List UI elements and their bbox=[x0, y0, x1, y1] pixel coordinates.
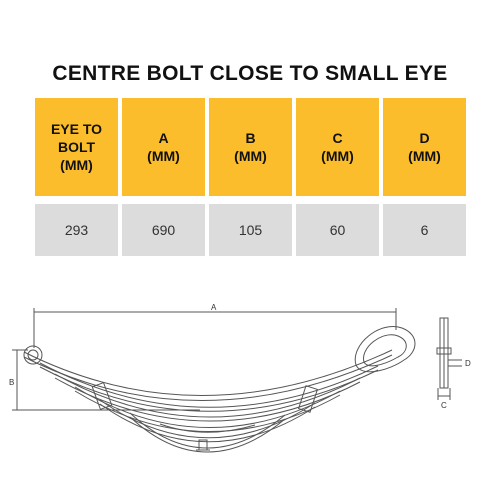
dimension-a-label: A bbox=[211, 303, 217, 312]
rebound-clip-right bbox=[297, 385, 319, 413]
leaf-7 bbox=[159, 423, 256, 433]
table-value-row: 293 690 105 60 6 bbox=[35, 204, 466, 256]
spring-leaves bbox=[23, 349, 393, 453]
value-eye-to-bolt: 293 bbox=[35, 204, 118, 256]
page-title: CENTRE BOLT CLOSE TO SMALL EYE bbox=[52, 62, 448, 85]
header-line: (MM) bbox=[234, 148, 267, 164]
leaf-4-bottom bbox=[74, 390, 341, 432]
value-b: 105 bbox=[209, 204, 292, 256]
header-line: D bbox=[419, 130, 430, 146]
small-eye-inner bbox=[27, 349, 39, 361]
rebound-clip-left bbox=[91, 382, 113, 410]
dimension-d-label: D bbox=[465, 359, 471, 368]
leaf-5-bottom bbox=[99, 403, 316, 443]
header-line: (MM) bbox=[408, 148, 441, 164]
header-c: C (MM) bbox=[296, 98, 379, 196]
header-line: B bbox=[245, 130, 256, 146]
header-line: EYE TO bbox=[50, 121, 103, 137]
value-a: 690 bbox=[122, 204, 205, 256]
leaf-6 bbox=[129, 412, 286, 449]
side-view-eye bbox=[436, 347, 452, 355]
side-view bbox=[436, 317, 462, 400]
table-header-row: EYE TO BOLT (MM) A (MM) B (MM) C (MM) bbox=[35, 98, 466, 196]
leaf-3-bottom bbox=[54, 377, 361, 422]
leaf-5 bbox=[99, 399, 316, 439]
header-line: (MM) bbox=[321, 148, 354, 164]
header-line: C bbox=[332, 130, 343, 146]
small-eye-outer bbox=[23, 345, 43, 365]
leaf-4 bbox=[74, 386, 341, 428]
leaf-6-bottom bbox=[129, 416, 286, 453]
value-d: 6 bbox=[383, 204, 466, 256]
leaf-2 bbox=[39, 362, 379, 408]
header-a: A (MM) bbox=[122, 98, 205, 196]
value-c: 60 bbox=[296, 204, 379, 256]
header-b: B (MM) bbox=[209, 98, 292, 196]
header-line: (MM) bbox=[147, 148, 180, 164]
header-line: A bbox=[158, 130, 169, 146]
large-eye-outer bbox=[354, 326, 416, 373]
dimension-c-label: C bbox=[441, 401, 447, 410]
leaf-1-bottom bbox=[23, 354, 393, 401]
header-eye-to-bolt: EYE TO BOLT (MM) bbox=[35, 98, 118, 196]
leaf-2-bottom bbox=[39, 366, 379, 412]
header-line: (MM) bbox=[60, 157, 93, 173]
leaf-spring-diagram: A B C D bbox=[9, 303, 471, 453]
leaf-1-top bbox=[23, 349, 393, 396]
header-d: D (MM) bbox=[383, 98, 466, 196]
header-line: BOLT bbox=[57, 139, 96, 155]
dimension-b-label: B bbox=[9, 378, 14, 387]
large-eye-inner bbox=[363, 334, 407, 367]
